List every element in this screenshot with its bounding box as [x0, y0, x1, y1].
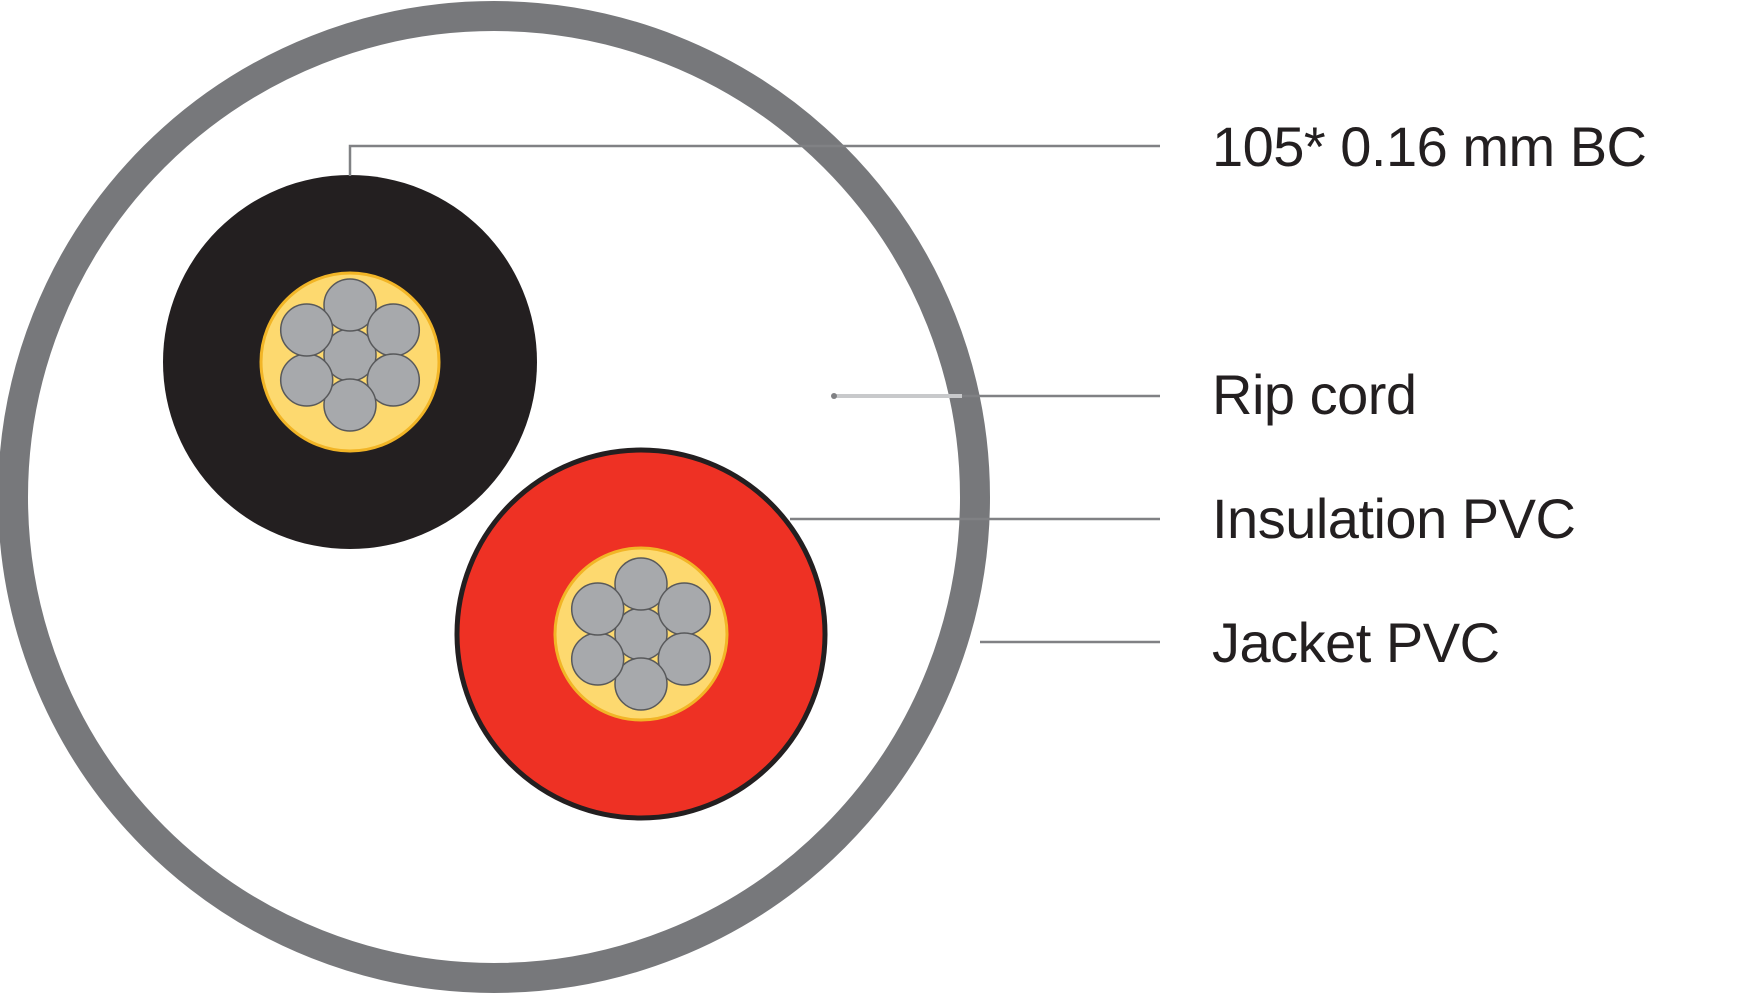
- red-core-strand-4: [657, 632, 712, 686]
- red-core-strands: [570, 557, 712, 711]
- red-core-strand-3: [657, 582, 712, 636]
- black-core: [163, 175, 537, 549]
- black-core-strand-6: [279, 353, 334, 407]
- rip-cord-label: Rip cord: [1212, 363, 1417, 426]
- black-core-strand-3: [366, 303, 421, 357]
- jacket-pvc: [0, 1, 990, 993]
- insulation-label: Insulation PVC: [1212, 487, 1575, 550]
- black-core-strand-5: [323, 378, 377, 432]
- red-core-strand-5: [614, 657, 668, 711]
- conductor-leader-line: [348, 144, 1160, 176]
- red-core-strand-7: [570, 582, 625, 636]
- black-core-strand-7: [279, 303, 334, 357]
- black-core-strand-2: [323, 278, 377, 332]
- jacket-label: Jacket PVC: [1212, 611, 1500, 674]
- black-core-strands: [279, 278, 421, 432]
- red-core: [454, 447, 828, 821]
- red-core-strand-6: [570, 632, 625, 686]
- conductor-label: 105* 0.16 mm BC: [1212, 115, 1646, 178]
- rip-cord-leader-dot: [831, 393, 837, 399]
- black-core-strand-4: [366, 353, 421, 407]
- red-core-strand-2: [614, 557, 668, 611]
